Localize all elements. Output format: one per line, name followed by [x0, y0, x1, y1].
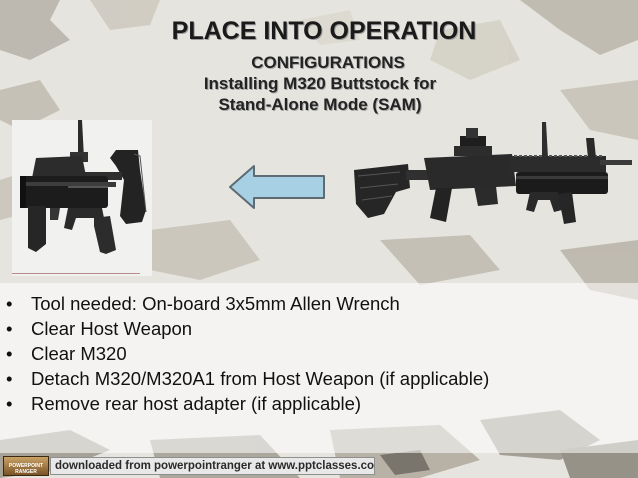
slide-subtitle-configurations: CONFIGURATIONS — [251, 53, 405, 72]
list-item: • Remove rear host adapter (if applicable… — [6, 391, 489, 416]
slide-subtitle-installing: Installing M320 Buttstock for — [203, 74, 437, 93]
bullet-marker: • — [6, 293, 13, 314]
bullet-panel — [0, 283, 638, 453]
bullet-list: • Tool needed: On-board 3x5mm Allen Wrenc… — [6, 291, 489, 416]
image-underline — [12, 273, 140, 274]
list-item-text: Clear M320 — [31, 343, 127, 364]
m320-stand-alone-image — [12, 120, 152, 276]
bullet-marker: • — [6, 368, 13, 389]
footer: POWERPOINT RANGER downloaded from powerp… — [0, 452, 638, 478]
list-item-text: Tool needed: On-board 3x5mm Allen Wrench — [31, 293, 400, 314]
title-block: PLACE INTO OPERATION CONFIGURATIONS Inst… — [0, 16, 638, 115]
left-arrow-icon — [229, 165, 325, 209]
list-item-text: Detach M320/M320A1 from Host Weapon (if … — [31, 368, 490, 389]
slide-subtitle-sam: Stand-Alone Mode (SAM) — [218, 95, 422, 114]
logo-text: POWERPOINT RANGER — [8, 463, 44, 475]
list-item: • Detach M320/M320A1 from Host Weapon (if… — [6, 366, 489, 391]
list-item: • Clear M320 — [6, 341, 489, 366]
list-item-text: Remove rear host adapter (if applicable) — [31, 393, 362, 414]
powerpoint-ranger-logo: POWERPOINT RANGER — [3, 456, 49, 476]
bullet-marker: • — [6, 343, 13, 364]
list-item-text: Clear Host Weapon — [31, 318, 193, 339]
footer-watermark-text: downloaded from powerpointranger at www.… — [50, 457, 375, 475]
slide-title: PLACE INTO OPERATION — [171, 17, 477, 45]
m320-mounted-rifle-image — [350, 118, 634, 240]
list-item: • Clear Host Weapon — [6, 316, 489, 341]
bullet-marker: • — [6, 393, 13, 414]
bullet-marker: • — [6, 318, 13, 339]
list-item: • Tool needed: On-board 3x5mm Allen Wrenc… — [6, 291, 489, 316]
